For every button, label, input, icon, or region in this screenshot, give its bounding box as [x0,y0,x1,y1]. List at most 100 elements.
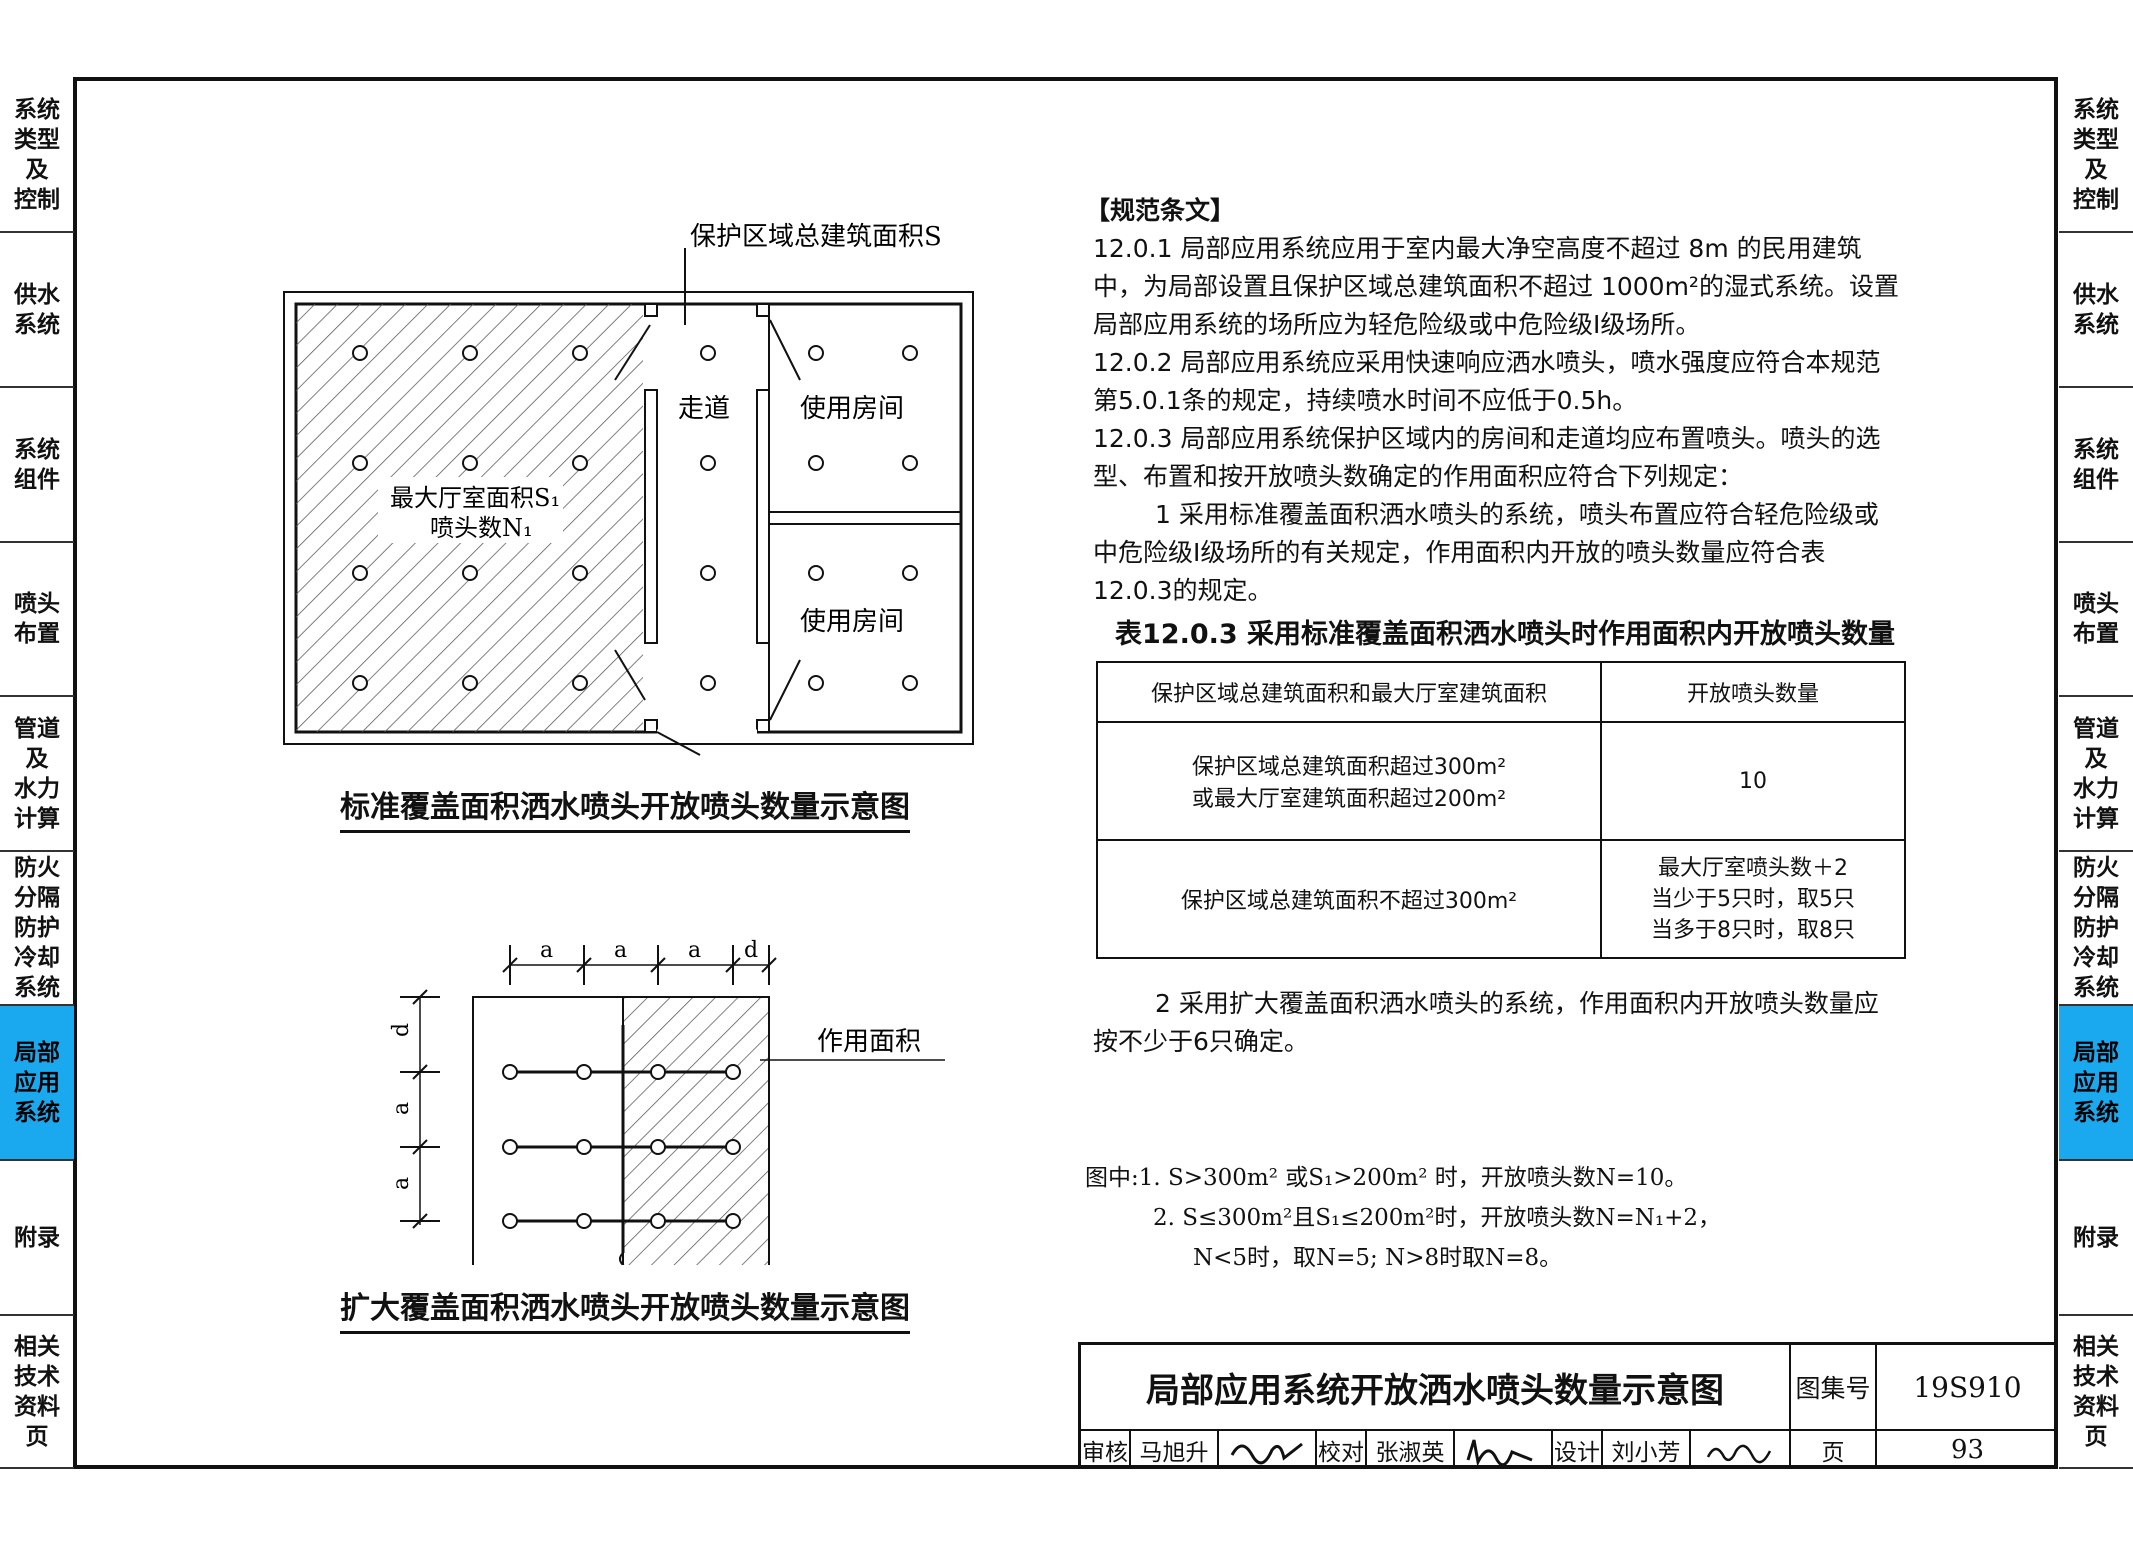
table-cell: 保护区域总建筑面积超过300m² 或最大厅室建筑面积超过200m² [1096,721,1602,841]
side-tab[interactable]: 附录 [0,1161,74,1316]
sprinkler-head [462,455,478,471]
side-tab-label: 系统 类型 及 控制 [2073,96,2119,213]
sprinkler-head [572,345,588,361]
checker-signature [1455,1431,1553,1469]
cell-line: 当多于8只时，取8只 [1651,917,1855,943]
side-tab-label: 相关 技术 资料 页 [14,1333,60,1450]
page-number: 93 [1950,1435,1985,1465]
spec-paragraph: 12.0.1 局部应用系统应用于室内最大净空高度不超过 8m 的民用建筑中，为局… [1093,234,1899,339]
reviewer-name: 马旭升 [1131,1431,1219,1469]
side-tab-label: 供水 系统 [14,281,60,338]
sprinkler-head [808,455,824,471]
side-tab-label: 喷头 布置 [14,591,60,647]
sprinkler-head [576,1139,592,1155]
sprinkler-head [902,345,918,361]
side-tab[interactable]: 喷头 布置 [0,543,74,697]
side-tab-label: 系统 组件 [2073,436,2119,493]
sprinkler-head [572,565,588,581]
side-tab-label: 局部 应用 系统 [2073,1039,2119,1126]
check-label: 校对 [1317,1431,1367,1469]
side-tab-label: 局部 应用 系统 [14,1039,60,1126]
dim-a-2: a [614,938,627,963]
dim-d-left: d [389,1023,414,1037]
atlas-number: 19S910 [1877,1345,2058,1431]
label-hall-heads: 喷头数N₁ [430,514,533,542]
designer-name: 刘小芳 [1603,1431,1691,1469]
sprinkler-head [902,565,918,581]
side-tab[interactable]: 系统 类型 及 控制 [2059,78,2133,233]
side-tab-label: 管道 及 水力 计算 [14,715,60,832]
label-action-area: 作用面积 [817,1027,921,1057]
side-tab[interactable]: 相关 技术 资料 页 [2059,1316,2133,1469]
figure-standard-coverage: 保护区域总建筑面积S 走道 使用房间 使用房间 最大厅室面积S₁ 喷头数N₁ [283,222,974,756]
sprinkler-head [650,1213,666,1229]
dim-a-left-2: a [389,1177,414,1190]
side-tab[interactable]: 喷头 布置 [2059,543,2133,697]
side-tab[interactable]: 供水 系统 [0,233,74,388]
sprinkler-head [725,1064,741,1080]
sprinkler-head [502,1064,518,1080]
table-header: 保护区域总建筑面积和最大厅室建筑面积 [1096,661,1602,723]
dim-a-1: a [540,938,553,963]
cell-line: 最大厅室喷头数＋2 [1658,855,1848,881]
side-tab[interactable]: 相关 技术 资料 页 [0,1316,74,1469]
spec-paragraph: 1 采用标准覆盖面积洒水喷头的系统，喷头布置应符合轻危险级或中危险级Ⅰ级场所的有… [1093,500,1879,605]
side-tab[interactable]: 系统 组件 [2059,388,2133,543]
sprinkler-head [576,1064,592,1080]
table-caption: 表12.0.3 采用标准覆盖面积洒水喷头时作用面积内开放喷头数量 [1115,619,1896,650]
sprinkler-head [808,345,824,361]
designer-signature [1691,1431,1791,1469]
side-tab-label: 系统 组件 [14,436,60,493]
table-cell: 保护区域总建筑面积不超过300m² [1096,839,1602,959]
cell-line: 保护区域总建筑面积超过300m² [1191,755,1507,780]
figure-notes: 图中:1. S>300m² 或S₁>200m² 时，开放喷头数N=10。 2. … [1085,1158,1721,1278]
spec-paragraph: 12.0.2 局部应用系统应采用快速响应洒水喷头，喷水强度应符合本规范第5.0.… [1093,348,1881,415]
sprinkler-head [650,1064,666,1080]
sprinkler-head [700,345,716,361]
side-tab[interactable]: 局部 应用 系统 [2059,1006,2133,1161]
side-tab-label: 供水 系统 [2073,281,2119,338]
sprinkler-head [902,455,918,471]
sprinkler-head [352,345,368,361]
cell-line: 10 [1739,768,1767,794]
side-tab[interactable]: 防火 分隔 防护 冷却 系统 [0,852,74,1006]
side-tab[interactable]: 系统 类型 及 控制 [0,78,74,233]
figure-extended-coverage: a a a d d a a 作用面积 [389,938,945,1265]
side-tab-label: 附录 [14,1224,60,1251]
note-line: 2. S≤300m²且S₁≤200m²时，开放喷头数N=N₁+2， [1153,1205,1722,1231]
label-corridor: 走道 [678,394,730,424]
table-row: 保护区域总建筑面积超过300m² 或最大厅室建筑面积超过200m² 10 [1096,721,1906,841]
sprinkler-head [352,565,368,581]
side-tab[interactable]: 局部 应用 系统 [0,1006,74,1161]
sprinkler-head [700,455,716,471]
sprinkler-head [462,345,478,361]
side-tab-label: 防火 分隔 防护 冷却 系统 [2073,855,2119,1001]
side-tab[interactable]: 附录 [2059,1161,2133,1316]
sprinkler-head [352,455,368,471]
spec-table: 保护区域总建筑面积和最大厅室建筑面积 开放喷头数量 保护区域总建筑面积超过300… [1096,661,1906,959]
side-tab[interactable]: 管道 及 水力 计算 [0,697,74,852]
side-tab[interactable]: 管道 及 水力 计算 [2059,697,2133,852]
sprinkler-head [700,675,716,691]
signature-scribble [1466,1439,1533,1465]
side-tab[interactable]: 系统 组件 [0,388,74,543]
label-room-2: 使用房间 [800,607,904,637]
sprinkler-head [502,1139,518,1155]
side-tab-label: 相关 技术 资料 页 [2073,1333,2119,1450]
label-total-area: 保护区域总建筑面积S [690,222,942,252]
signature-scribble [1706,1444,1772,1464]
spec-paragraph: 12.0.3 局部应用系统保护区域内的房间和走道均应布置喷头。喷头的选型、布置和… [1093,424,1881,491]
side-tab[interactable]: 供水 系统 [2059,233,2133,388]
sprinkler-head [462,675,478,691]
sprinkler-head [462,565,478,581]
side-tab[interactable]: 防火 分隔 防护 冷却 系统 [2059,852,2133,1006]
sprinkler-head [808,675,824,691]
dim-a-3: a [688,938,701,963]
drawing-title: 局部应用系统开放洒水喷头数量示意图 [1081,1345,1791,1431]
reviewer-signature [1219,1431,1317,1469]
table-cell: 最大厅室喷头数＋2 当少于5只时，取5只 当多于8只时，取8只 [1600,839,1906,959]
side-tab-label: 防火 分隔 防护 冷却 系统 [14,855,60,1001]
title-block: 局部应用系统开放洒水喷头数量示意图 图集号 19S910 审核 马旭升 校对 张… [1078,1342,2058,1469]
note-line: N<5时，取N=5; N>8时取N=8。 [1193,1245,1563,1271]
side-tab-label: 管道 及 水力 计算 [2073,715,2119,832]
